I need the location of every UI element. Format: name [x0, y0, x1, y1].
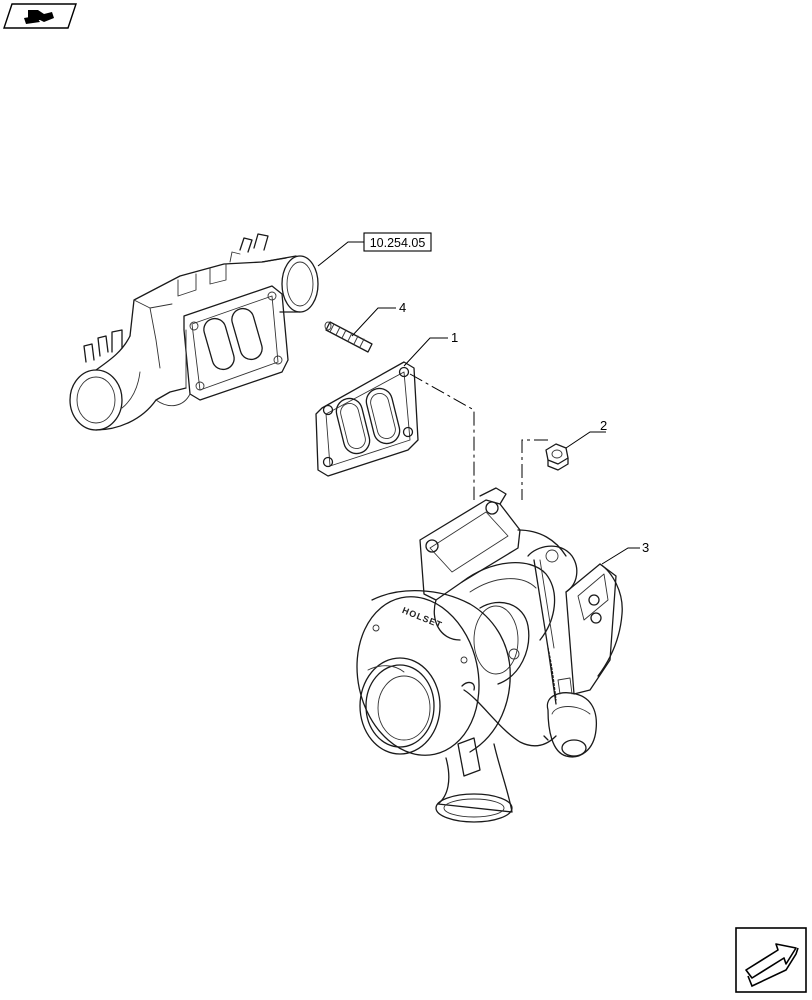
nut — [545, 443, 569, 471]
callout-2-leader — [565, 431, 606, 449]
turbocharger: HOLSET — [356, 487, 623, 823]
assembly-centerlines — [409, 373, 548, 500]
exhaust-manifold — [69, 233, 319, 431]
callout-1: 1 — [451, 330, 458, 345]
callout-3: 3 — [642, 540, 649, 555]
callout-4-leader — [351, 307, 396, 337]
callout-3-leader — [601, 547, 640, 565]
gasket — [315, 361, 419, 477]
callout-4: 4 — [399, 300, 406, 315]
turbo-brand: HOLSET — [401, 605, 444, 630]
reference-label: 10.254.05 — [370, 236, 426, 250]
stud — [324, 321, 373, 353]
book-page-icon[interactable] — [3, 3, 77, 29]
callout-1-leader — [403, 337, 448, 367]
reference-box[interactable]: 10.254.05 — [363, 232, 432, 252]
callout-2: 2 — [600, 418, 607, 433]
reference-leader — [317, 241, 364, 267]
next-page-arrow-icon[interactable] — [735, 927, 807, 993]
